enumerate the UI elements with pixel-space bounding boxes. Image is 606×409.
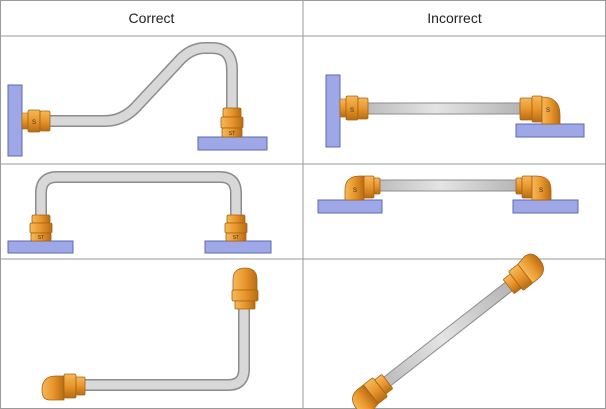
l-bent-tube <box>85 306 250 391</box>
fitting-mark: S <box>350 108 354 114</box>
base-plate <box>515 123 585 138</box>
incorrect-straight-run-diagram: S S <box>325 74 585 148</box>
incorrect-diagonal-diagram <box>352 253 544 409</box>
base-plate <box>317 199 383 214</box>
elbow-fitting: S <box>519 95 561 125</box>
elbow-fitting: S <box>344 175 381 201</box>
wall-plate <box>7 84 23 157</box>
straight-fitting: ST <box>224 214 248 242</box>
base-plate <box>197 136 268 151</box>
straight-tube <box>367 102 521 115</box>
bent-tube <box>50 42 238 127</box>
straight-fitting: ST <box>220 107 244 138</box>
elbow-fitting <box>352 374 393 409</box>
wall-plate <box>325 74 341 148</box>
elbow-fitting: S <box>515 175 552 201</box>
base-plate <box>204 240 272 254</box>
fitting-mark: S <box>546 108 550 114</box>
fitting-mark: ST <box>229 131 235 137</box>
straight-tube <box>377 179 519 192</box>
fitting-mark: S <box>353 188 357 194</box>
straight-fitting: S <box>21 109 51 133</box>
straight-fitting: S <box>339 95 369 121</box>
correct-u-bend-diagram: ST ST <box>7 171 272 254</box>
header-incorrect: Incorrect <box>427 10 482 26</box>
fitting-mark: S <box>539 188 543 194</box>
elbow-fitting <box>503 253 544 294</box>
elbow-fitting <box>41 373 86 401</box>
fitting-mark: ST <box>233 235 239 241</box>
fitting-mark: S <box>32 120 36 126</box>
elbow-fitting <box>231 267 259 310</box>
header-correct: Correct <box>128 10 175 26</box>
incorrect-elbow-to-elbow-diagram: S S <box>317 175 579 214</box>
base-plate <box>512 199 579 214</box>
base-plate <box>7 240 74 254</box>
diagonal-tube <box>382 280 514 388</box>
correct-offset-bend-diagram: S ST <box>7 42 268 157</box>
u-bent-tube <box>35 171 242 217</box>
straight-fitting: ST <box>29 214 53 242</box>
correct-l-bend-diagram <box>41 267 259 401</box>
fitting-mark: ST <box>38 235 44 241</box>
